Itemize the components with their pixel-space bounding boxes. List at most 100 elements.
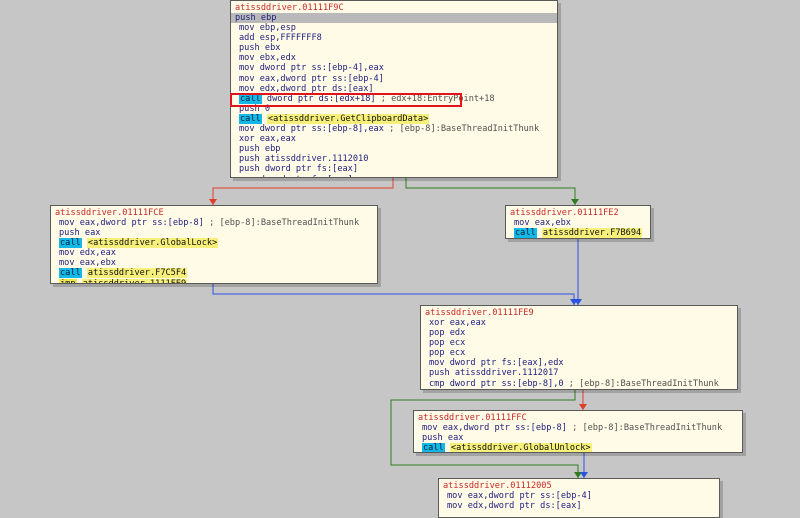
- instruction-line[interactable]: pop ecx: [425, 348, 733, 358]
- instruction-line[interactable]: mov eax,dword ptr ss:[ebp-8] ; [ebp-8]:B…: [55, 218, 373, 228]
- instruction-line[interactable]: mov dword ptr ss:[ebp-4],eax: [235, 63, 553, 73]
- operands: ebp,esp: [259, 23, 296, 34]
- operands: edx,dword ptr ds:[eax]: [467, 501, 582, 512]
- mnemonic: mov: [447, 491, 463, 501]
- instruction-line[interactable]: push ebp: [231, 13, 557, 24]
- mnemonic: mov: [447, 501, 463, 512]
- block-title: atissddriver.01111F9C: [235, 3, 344, 13]
- instruction-line[interactable]: push atissddriver.1112017: [425, 368, 733, 378]
- instruction-line[interactable]: mov eax,dword ptr ss:[ebp-8] ; [ebp-8]:B…: [418, 423, 738, 433]
- instruction-line[interactable]: call <atissddriver.GetClipboardData>: [235, 113, 553, 124]
- instruction-line[interactable]: mov eax,dword ptr ss:[ebp-4]: [443, 491, 715, 501]
- operands: atissddriver.1112005: [446, 388, 553, 389]
- instruction-line[interactable]: push atissddriver.1112010: [235, 154, 553, 164]
- mnemonic: mov: [239, 23, 255, 34]
- mnemonic: push: [239, 154, 260, 165]
- instruction-line[interactable]: push eax: [55, 228, 373, 238]
- mnemonic: push: [235, 13, 256, 23]
- basic-block-01111FCE[interactable]: atissddriver.01111FCE mov eax,dword ptr …: [50, 205, 378, 284]
- basic-block-01112005[interactable]: atissddriver.01112005 mov eax,dword ptr …: [438, 478, 720, 518]
- instruction-line[interactable]: mov dword ptr ss:[ebp-8],eax ; [ebp-8]:B…: [235, 124, 553, 134]
- instruction-line[interactable]: xor eax,eax: [425, 318, 733, 328]
- edge-true-to-01112005: [390, 390, 579, 478]
- instruction-line[interactable]: push ebx: [235, 43, 553, 53]
- mnemonic: je: [429, 388, 442, 389]
- mnemonic: xor: [239, 134, 255, 145]
- instruction-line[interactable]: push eax: [418, 433, 738, 443]
- operands: atissddriver.1112017: [454, 368, 559, 379]
- operands: <atissddriver.GlobalUnlock>: [449, 443, 592, 453]
- operands: ecx: [449, 338, 466, 349]
- mnemonic: call: [239, 93, 262, 104]
- instruction-line[interactable]: mov dword ptr fs:[eax],esp: [235, 175, 553, 178]
- operands: dword ptr ss:[ebp-8],eax: [259, 124, 384, 135]
- edge-false-to-01111FCE-arrowhead: [209, 199, 217, 205]
- instruction-line[interactable]: mov eax,ebx: [55, 258, 373, 268]
- instruction-line[interactable]: cmp dword ptr ss:[ebp-8],0 ; [ebp-8]:Bas…: [425, 379, 733, 389]
- operands: dword ptr fs:[eax]: [264, 164, 359, 175]
- mnemonic: mov: [239, 175, 255, 178]
- edge-fallthrough-to-01111FE9-arrowhead: [574, 299, 582, 305]
- instruction-line[interactable]: xor eax,eax: [235, 134, 553, 144]
- instruction-line[interactable]: call atissddriver.F7B694: [510, 228, 646, 238]
- instruction-line[interactable]: call <atissddriver.GlobalUnlock>: [418, 443, 738, 453]
- operands: eax: [84, 228, 101, 239]
- instruction-line[interactable]: pop edx: [425, 328, 733, 338]
- operands: eax,dword ptr ss:[ebp-8]: [442, 423, 567, 433]
- mnemonic: push: [239, 43, 260, 54]
- mnemonic: mov: [514, 218, 530, 228]
- instruction-line[interactable]: call atissddriver.F7C5F4: [55, 268, 373, 279]
- instruction-line[interactable]: add esp,FFFFFFF8: [235, 33, 553, 43]
- instruction-line[interactable]: mov edx,dword ptr ds:[eax]: [235, 84, 553, 94]
- mnemonic: push: [239, 164, 260, 175]
- mnemonic: mov: [422, 423, 438, 433]
- highlight-box-getclipboarddata: [230, 93, 462, 107]
- comment: ; [ebp-8]:BaseThreadInitThunk: [209, 218, 360, 228]
- operands: eax,dword ptr ss:[ebp-8]: [79, 218, 204, 228]
- instruction-line[interactable]: pop ecx: [425, 338, 733, 348]
- block-title: atissddriver.01111FE2: [510, 208, 619, 218]
- mnemonic: push: [59, 228, 80, 239]
- instruction-line[interactable]: call <atissddriver.GlobalLock>: [55, 238, 373, 249]
- mnemonic: add: [239, 33, 255, 44]
- operands: <atissddriver.GlobalLock>: [86, 238, 219, 249]
- operands: eax,eax: [449, 318, 486, 328]
- instruction-line[interactable]: mov dword ptr fs:[eax],edx: [425, 358, 733, 368]
- graph-edges: [209, 178, 588, 478]
- block-title: atissddriver.01111FE9: [425, 308, 534, 318]
- instruction-line[interactable]: push 0: [235, 104, 553, 114]
- operands: ebx,edx: [259, 53, 296, 64]
- instruction-line[interactable]: jmp atissddriver.1111FE9: [55, 278, 373, 283]
- instruction-line[interactable]: mov ebp,esp: [235, 23, 553, 33]
- operands: atissddriver.1111FE9: [81, 278, 188, 283]
- block-instructions: mov eax,dword ptr ss:[ebp-8] ; [ebp-8]:B…: [55, 218, 373, 283]
- instruction-line[interactable]: mov ebx,edx: [235, 53, 553, 63]
- instruction-line[interactable]: push ebp: [235, 144, 553, 154]
- operands: atissddriver.1112010: [264, 154, 369, 165]
- instruction-line[interactable]: mov eax,ebx: [510, 218, 646, 228]
- instruction-line[interactable]: je atissddriver.1112005: [425, 388, 733, 389]
- operands: ebp: [264, 144, 281, 155]
- instruction-line[interactable]: mov edx,eax: [55, 248, 373, 258]
- operands: ecx: [449, 348, 466, 359]
- block-instructions: mov eax,dword ptr ss:[ebp-8] ; [ebp-8]:B…: [418, 423, 738, 453]
- operands: eax,eax: [259, 134, 296, 145]
- mnemonic: mov: [239, 53, 255, 64]
- mnemonic: mov: [59, 248, 75, 259]
- instruction-line[interactable]: mov edx,dword ptr ds:[eax]: [443, 501, 715, 511]
- instruction-line[interactable]: call dword ptr ds:[edx+18] ; edx+18:Entr…: [235, 93, 553, 104]
- edge-fallthrough-to-01112005-arrowhead: [580, 472, 588, 478]
- operands: 0: [264, 103, 271, 114]
- mnemonic: jmp: [59, 278, 77, 283]
- instruction-line[interactable]: push dword ptr fs:[eax]: [235, 164, 553, 174]
- instruction-line[interactable]: mov eax,dword ptr ss:[ebp-4]: [235, 74, 553, 84]
- mnemonic: mov: [239, 73, 255, 84]
- basic-block-01111FFC[interactable]: atissddriver.01111FFC mov eax,dword ptr …: [413, 410, 743, 453]
